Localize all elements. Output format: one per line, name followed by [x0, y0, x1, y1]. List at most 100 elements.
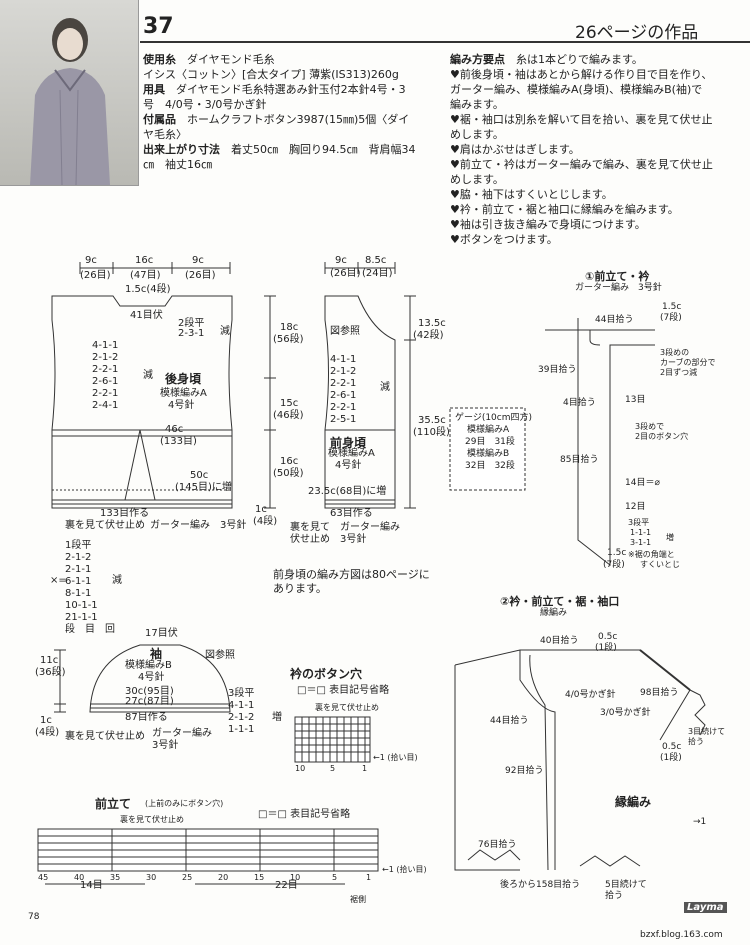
d2-label: 拾う — [688, 737, 704, 746]
d2-label: 4/0号かぎ針 — [565, 690, 616, 700]
sleeve-top: 17目伏 — [145, 628, 178, 639]
instruction-line: ♥ボタンをつけます。 — [450, 233, 558, 246]
size-value: 着丈50㎝ 胸回り94.5㎝ 背肩幅34 — [231, 143, 416, 156]
back-arm-dec: 2-6-1 — [92, 376, 119, 387]
placket-tick: 20 — [218, 873, 229, 882]
d1-label: 44目拾う — [595, 315, 634, 325]
placket-tick: 25 — [182, 873, 193, 882]
placket-tick: 1 — [366, 873, 372, 882]
tools-line2: 号 4/0号・3/0号かぎ針 — [143, 98, 267, 111]
d1-label: (7段) — [603, 560, 625, 570]
diagram2-sub: 縁編み — [540, 608, 568, 618]
d1-label: 13目 — [625, 395, 646, 405]
front-needle: 4号針 — [335, 460, 362, 471]
sleeve-ref: 図参照 — [205, 650, 235, 661]
back-hem-rows: (4段) — [253, 516, 278, 527]
front-bind-note: 裏を見て 伏せ止め — [290, 522, 330, 545]
pattern-number: 37 — [143, 14, 174, 39]
d1-label: 4目拾う — [563, 398, 596, 408]
sleeve-bind: 裏を見て伏せ止め — [65, 731, 145, 742]
d1-label: 3段平 — [628, 518, 650, 527]
d2-label: →1 — [693, 817, 707, 827]
instructions-title: 編み方要点 — [450, 53, 505, 66]
d1-label: 1-1-1 — [630, 528, 652, 537]
d1-label: ※裾の角端と — [628, 550, 675, 559]
front-arm-dec-word: 減 — [380, 382, 390, 393]
collar-pickup: ←1 (拾い目) — [373, 753, 418, 762]
diagram1-outline — [545, 318, 655, 565]
accessories-line2: ヤ毛糸〉 — [143, 128, 187, 141]
front-height-right-2-rows: (110段) — [413, 427, 450, 438]
d1-label: 85目拾う — [560, 455, 599, 465]
front-body-outline — [325, 296, 395, 508]
placket-tick: 45 — [38, 873, 49, 882]
front-top-dim-2: 8.5c — [365, 255, 387, 266]
front-chart-note: 前身頃の編み方図は80ページに あります。 — [273, 568, 430, 595]
back-neck-table: 1段平 2-1-2 2-1-1 6-1-1 8-1-1 10-1-1 21-1-… — [65, 540, 115, 636]
front-height-right-2: 35.5c — [418, 415, 446, 426]
accessories-value: ホームクラフトボタン3987(15㎜)5個〈ダイ — [187, 113, 410, 126]
d1-label: 14目＝⌀ — [625, 478, 660, 488]
back-arm-dec: 2-2-1 — [92, 364, 119, 375]
front-ref: 図参照 — [330, 326, 360, 337]
back-cast-on: 133目作る — [100, 508, 150, 519]
back-hem-depth: 1c — [255, 504, 267, 515]
d2-label: 0.5c — [662, 742, 682, 752]
neck-table-row: 21-1-1 — [65, 612, 98, 623]
placket-gap-2: 22目 — [275, 880, 298, 891]
page-reference: 26ページの作品 — [575, 23, 699, 43]
back-arm-dec: 2-4-1 — [92, 400, 119, 411]
back-hem-st: (145目)に増 — [175, 482, 232, 493]
neck-table-times: ×= — [50, 575, 67, 586]
front-height-left-2-rows: (46段) — [273, 410, 304, 421]
back-top-dim-3: 9c — [192, 255, 204, 266]
d1-label: 1.5c — [662, 302, 682, 312]
back-armhole-decreases: 4-1-1 2-1-2 2-2-1 2-6-1 2-2-1 2-4-1 — [92, 340, 118, 412]
d2-label: 5目続けて — [605, 880, 647, 890]
sleeve-pattern: 模様編みB — [125, 660, 172, 671]
d1-label: 2目のボタン穴 — [635, 432, 689, 441]
placket-title: 前立て — [95, 797, 132, 811]
d1-label: カーブの部分で — [660, 358, 716, 367]
d1-label: 1.5c — [607, 548, 627, 558]
back-arm-dec-word: 減 — [143, 370, 153, 381]
neck-table-header: 段 目 回 — [65, 624, 115, 635]
yarn-line2: イシス〈コットン〉[合太タイプ] 薄紫(IS313)260g — [143, 68, 399, 81]
instruction-line: ♥前後身頃・袖はあとから解ける作り目で目を作り、 — [450, 68, 713, 81]
model-photo-drawing — [30, 18, 110, 185]
instruction-line: ♥衿・前立て・裾と袖口に縁編みを編みます。 — [450, 203, 679, 216]
placket-tick: 10 — [290, 873, 301, 882]
size-line2: ㎝ 袖丈16㎝ — [143, 158, 212, 171]
d1-label: 3段めの — [660, 348, 690, 357]
sleeve-increases: 3段平 4-1-1 2-1-2 1-1-1 — [228, 688, 254, 736]
back-needle: 4号針 — [168, 400, 195, 411]
d2-label: 98目拾う — [640, 688, 679, 698]
gauge-b-value: 32目 32段 — [465, 461, 515, 471]
neck-table-dec: 減 — [112, 575, 122, 586]
front-arm-dec: 2-5-1 — [330, 414, 357, 425]
d1-label: 39目拾う — [538, 365, 577, 375]
front-pattern: 模様編みA — [328, 448, 375, 459]
yarn-label: 使用糸 — [143, 53, 176, 66]
sleeve-inc: 2-1-2 — [228, 712, 255, 723]
back-neck-depth: 1.5c(4段) — [125, 284, 171, 295]
model-photo — [0, 0, 139, 186]
placket-side: 裾側 — [350, 895, 366, 904]
instruction-line: ガーター編み、模様編みA(身頃)、模様編みB(袖)で — [450, 83, 703, 96]
back-neck-dec2: 2-3-1 — [178, 328, 205, 339]
front-body-name: 前身頃 — [330, 436, 367, 450]
sleeve-cap-height: 11c — [40, 655, 59, 666]
front-height-right-1: 13.5c — [418, 318, 446, 329]
gauge-b-label: 模様編みB — [467, 449, 510, 459]
back-neck-cast: 41目伏 — [130, 310, 163, 321]
back-arm-dec: 2-2-1 — [92, 388, 119, 399]
neck-table-row: 10-1-1 — [65, 600, 98, 611]
front-height-left-1: 18c — [280, 322, 299, 333]
front-arm-dec: 2-2-1 — [330, 378, 357, 389]
d1-label: 3段めで — [635, 422, 665, 431]
placket-legend: □＝□ 表目記号省略 — [258, 809, 351, 820]
d2-label: 3/0号かぎ針 — [600, 708, 651, 718]
sleeve-needle: 4号針 — [138, 672, 165, 683]
d2-label: (1段) — [660, 753, 682, 763]
